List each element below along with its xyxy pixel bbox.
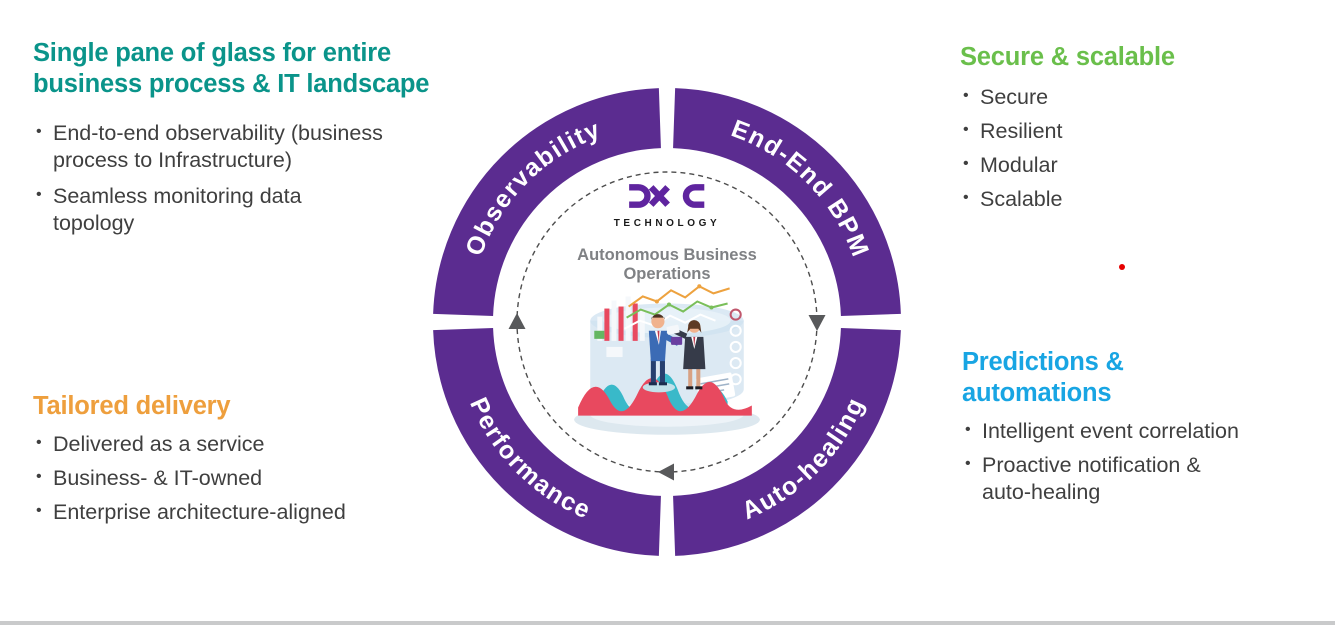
illustration-wave-red bbox=[578, 378, 752, 416]
bullet-item: Resilient bbox=[960, 118, 1300, 145]
red-dot bbox=[1119, 264, 1125, 270]
ring-segment-top-right bbox=[672, 88, 901, 317]
secure-scalable-heading: Secure & scalable bbox=[960, 43, 1175, 71]
dxc-logo-subtitle: TECHNOLOGY bbox=[613, 218, 721, 229]
predictions-automations-heading: Predictions & automations bbox=[962, 348, 1124, 407]
ring-segment-bottom-left bbox=[433, 327, 662, 556]
illustration-man bbox=[648, 314, 683, 386]
ring-segment-top-left bbox=[433, 88, 662, 317]
section-single-pane: Single pane of glass for entire business… bbox=[33, 38, 503, 246]
bullet-item: Business- & IT-owned bbox=[33, 465, 478, 492]
illustration-line-charts bbox=[624, 284, 730, 330]
dxc-logo-mark bbox=[629, 184, 705, 208]
flow-arrow-up-icon bbox=[508, 313, 526, 329]
ring-segment-bottom-right bbox=[672, 327, 901, 556]
bullet-item: Secure bbox=[960, 84, 1300, 111]
wheel-diagram: Observability End-End BPM Performance Au… bbox=[432, 87, 902, 557]
wheel-ring-svg: Observability End-End BPM Performance Au… bbox=[433, 88, 901, 556]
bottom-bar bbox=[0, 621, 1335, 625]
bullet-item: Scalable bbox=[960, 186, 1300, 213]
section-secure-scalable: Secure & scalable SecureResilientModular… bbox=[960, 42, 1300, 220]
center-illustration bbox=[574, 284, 760, 435]
secure-scalable-bullet-list: SecureResilientModularScalable bbox=[960, 84, 1300, 213]
tailored-delivery-heading: Tailored delivery bbox=[33, 392, 231, 420]
tailored-delivery-bullet-list: Delivered as a serviceBusiness- & IT-own… bbox=[33, 431, 478, 526]
single-pane-heading: Single pane of glass for entire business… bbox=[33, 39, 430, 98]
bullet-item: Seamless monitoring data topology bbox=[33, 183, 385, 237]
flow-arrow-down-icon bbox=[808, 315, 826, 331]
bullet-item: Proactive notification & auto-healing bbox=[962, 452, 1242, 506]
illustration-woman bbox=[666, 320, 706, 390]
single-pane-bullet-list: End-to-end observability (business proce… bbox=[33, 120, 503, 237]
predictions-automations-bullet-list: Intelligent event correlationProactive n… bbox=[962, 418, 1242, 506]
bullet-item: Intelligent event correlation bbox=[962, 418, 1242, 445]
section-predictions-automations: Predictions & automations Intelligent ev… bbox=[962, 347, 1242, 513]
bullet-item: Delivered as a service bbox=[33, 431, 478, 458]
dxc-logo: TECHNOLOGY bbox=[614, 182, 721, 229]
bullet-item: Modular bbox=[960, 152, 1300, 179]
flow-arrow-left-icon bbox=[658, 463, 674, 481]
center-caption: Autonomous Business Operations bbox=[577, 246, 757, 283]
bullet-item: Enterprise architecture-aligned bbox=[33, 499, 478, 526]
illustration-rings bbox=[729, 308, 742, 386]
bullet-item: End-to-end observability (business proce… bbox=[33, 120, 385, 174]
section-tailored-delivery: Tailored delivery Delivered as a service… bbox=[33, 391, 478, 533]
